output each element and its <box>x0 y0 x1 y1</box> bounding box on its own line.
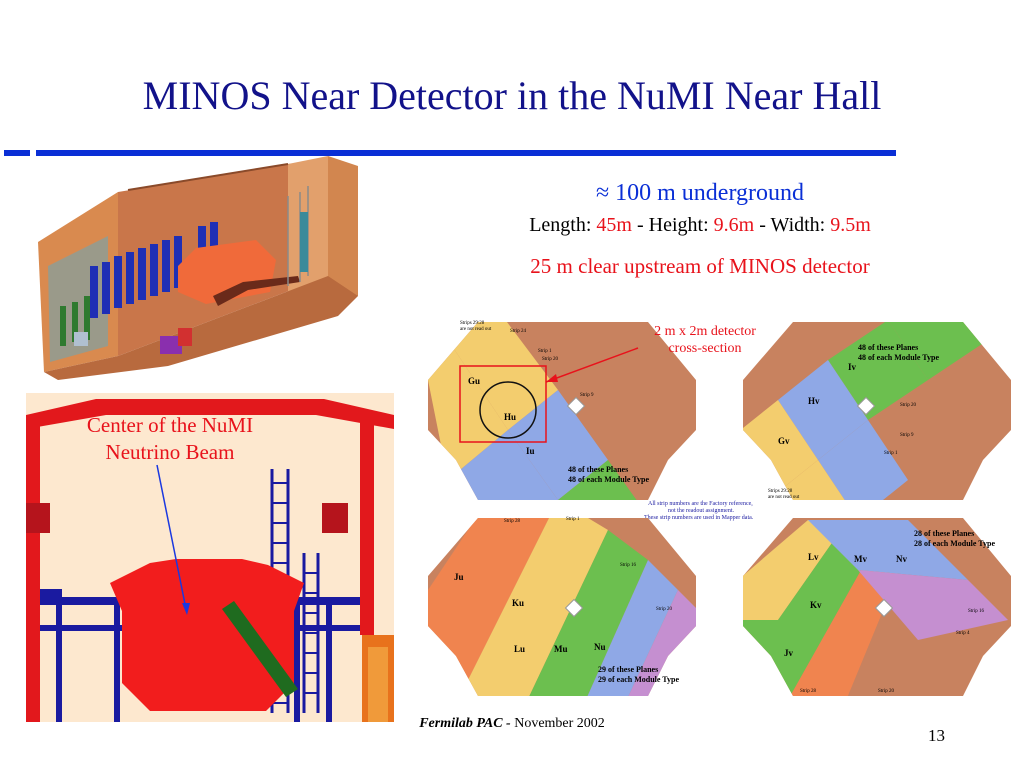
footer-date: November 2002 <box>514 716 605 731</box>
upstream-clearance: 25 m clear upstream of MINOS detector <box>530 254 870 278</box>
tr-strip-9: Strip 9 <box>900 433 914 438</box>
tr-plane-count: 48 of these Planes <box>858 343 918 352</box>
module-ku: Ku <box>512 598 524 608</box>
height-value: 9.6m <box>713 214 755 236</box>
module-gu: Gu <box>468 376 480 386</box>
width-label: - Width: <box>754 214 831 236</box>
br-strip-16: Strip 16 <box>968 609 984 614</box>
strip-note-1: All strip numbers are the Factory refere… <box>648 500 753 507</box>
beam-center-label: Center of the NuMI Neutrino Beam <box>60 412 280 466</box>
beam-label-line1: Center of the NuMI <box>86 413 254 437</box>
length-label: Length: <box>529 214 597 236</box>
tl-strip-note: Strips 29:28 <box>460 321 485 326</box>
detector-highlight-box <box>459 365 547 443</box>
plane-br: Lv Mv Nv Kv Jv 28 of these Planes 28 of … <box>743 518 1011 696</box>
slide-footer: Fermilab PAC - November 2002 <box>0 716 1024 732</box>
bl-strip-28: Strip 28 <box>504 519 520 524</box>
module-ju: Ju <box>454 572 464 582</box>
tr-module-count: 48 of each Module Type <box>858 353 939 362</box>
bl-module-count: 29 of each Module Type <box>598 675 679 684</box>
slide-number: 13 <box>928 726 945 745</box>
tl-strip-9: Strip 9 <box>580 393 594 398</box>
module-lu: Lu <box>514 644 525 654</box>
title-rule <box>4 150 896 156</box>
module-kv: Kv <box>810 600 822 610</box>
module-jv: Jv <box>784 648 794 658</box>
tl-strip-20: Strip 20 <box>542 357 558 362</box>
underground-depth: ≈ 100 m underground <box>595 180 805 206</box>
module-lv: Lv <box>808 552 819 562</box>
plane-tl: Gu Hu Iu 48 of these Planes 48 of each M… <box>428 321 696 500</box>
bl-strip-20: Strip 20 <box>656 607 672 612</box>
tr-strip-note: Strips 29:28 <box>768 489 793 494</box>
module-iv: Iv <box>848 362 857 372</box>
tr-strip-20: Strip 20 <box>900 403 916 408</box>
br-strip-4: Strip 4 <box>956 631 970 636</box>
br-module-count: 28 of each Module Type <box>914 539 995 548</box>
module-iu: Iu <box>526 446 535 456</box>
module-gv: Gv <box>778 436 790 446</box>
tl-module-count: 48 of each Module Type <box>568 475 649 484</box>
beam-spot-circle <box>479 381 537 439</box>
module-hu: Hu <box>504 412 516 422</box>
module-nv: Nv <box>896 554 907 564</box>
title-rule-gap <box>30 150 36 156</box>
strip-note-2: not the readout assignment. <box>668 508 734 514</box>
length-value: 45m <box>596 214 632 236</box>
height-label: - Height: <box>631 214 714 236</box>
detector-cross-section-label: 2 m x 2m detector cross-section <box>620 323 790 357</box>
detector-label-line1: 2 m x 2m detector <box>654 324 756 339</box>
tl-strip-note2: are not read out <box>460 327 492 332</box>
bl-strip-1: Strip 1 <box>566 517 580 522</box>
detector-planes-diagram: Gu Hu Iu 48 of these Planes 48 of each M… <box>428 321 1011 696</box>
slide-title: MINOS Near Detector in the NuMI Near Hal… <box>142 73 882 118</box>
br-plane-count: 28 of these Planes <box>914 529 974 538</box>
module-mu: Mu <box>554 644 568 654</box>
module-nu: Nu <box>594 642 606 652</box>
beam-label-line2: Neutrino Beam <box>105 440 235 464</box>
detector-dimensions: Length: 45m - Height: 9.6m - Width: 9.5m <box>460 214 940 237</box>
tr-strip-note2: are not read out <box>768 495 800 500</box>
strip-note-3: These strip numbers are used in Mapper d… <box>644 515 754 521</box>
br-strip-28: Strip 28 <box>800 689 816 694</box>
near-hall-3d-illustration <box>38 156 358 380</box>
plane-tr: Iv Hv Gv 48 of these Planes 48 of each M… <box>743 322 1011 500</box>
br-strip-20: Strip 20 <box>878 689 894 694</box>
hall-cross-section <box>26 393 394 722</box>
bl-plane-count: 29 of these Planes <box>598 665 658 674</box>
tl-strip-1: Strip 1 <box>538 349 552 354</box>
detector-label-line2: cross-section <box>668 341 742 356</box>
width-value: 9.5m <box>830 214 871 236</box>
tl-strip-24: Strip 24 <box>510 329 526 334</box>
module-mv: Mv <box>854 554 867 564</box>
tl-plane-count: 48 of these Planes <box>568 465 628 474</box>
plane-bl: Ju Ku Lu Mu Nu 29 of these Planes 29 of … <box>428 517 696 696</box>
bl-strip-16: Strip 16 <box>620 563 636 568</box>
footer-org: Fermilab PAC - <box>419 716 515 731</box>
tr-strip-1: Strip 1 <box>884 451 898 456</box>
module-hv: Hv <box>808 396 820 406</box>
